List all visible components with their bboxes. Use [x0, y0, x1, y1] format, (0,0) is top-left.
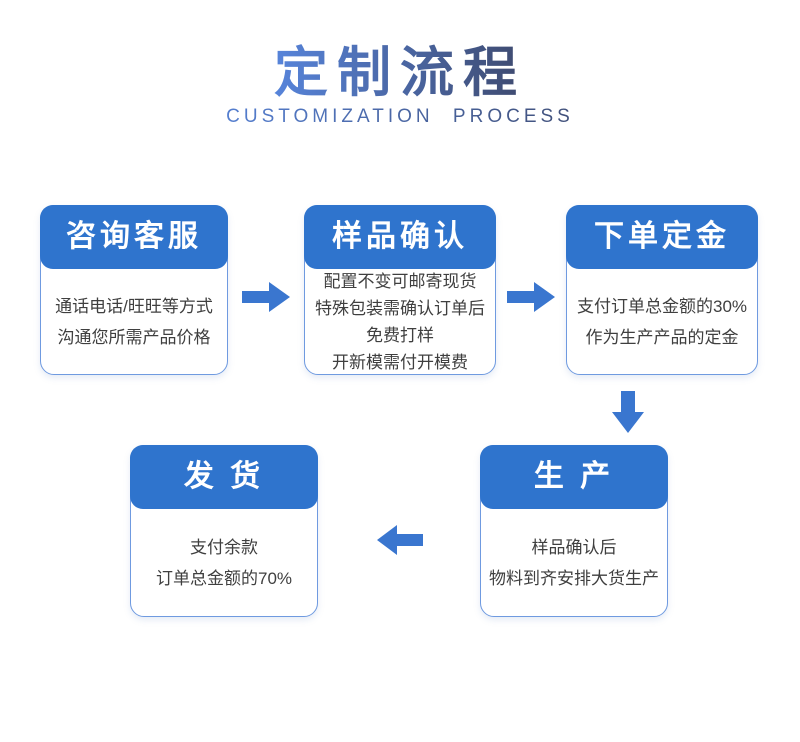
step-body-line: 通话电话/旺旺等方式 [55, 296, 213, 316]
step-title-production: 生 产 [480, 445, 668, 509]
page-subtitle: CUSTOMIZATION PROCESS [0, 106, 800, 128]
step-body-line: 订单总金额的70% [155, 568, 293, 588]
step-body-line: 支付余款 [190, 537, 258, 557]
step-body-production: 样品确认后 物料到齐安排大货生产 [481, 509, 667, 616]
step-body-consult-service: 通话电话/旺旺等方式 沟通您所需产品价格 [41, 269, 227, 374]
step-title-shipping: 发 货 [130, 445, 318, 509]
arrow-left-icon [377, 525, 423, 555]
step-body-line: 开新模需付开模费 [332, 352, 468, 372]
step-card-order-deposit: 下单定金 支付订单总金额的30% 作为生产产品的定金 [566, 205, 758, 375]
step-title-order-deposit: 下单定金 [566, 205, 758, 269]
step-body-line: 配置不变可邮寄现货 [323, 271, 477, 291]
page-title: 定制流程 [0, 28, 800, 107]
step-body-line: 免费打样 [366, 325, 434, 345]
arrow-right-icon [507, 282, 555, 312]
step-body-order-deposit: 支付订单总金额的30% 作为生产产品的定金 [567, 269, 757, 374]
step-body-line: 沟通您所需产品价格 [57, 327, 211, 347]
step-card-shipping: 发 货 支付余款 订单总金额的70% [130, 445, 318, 617]
step-body-line: 特殊包装需确认订单后 [315, 298, 485, 318]
arrow-right-icon [242, 282, 290, 312]
step-body-shipping: 支付余款 订单总金额的70% [131, 509, 317, 616]
step-body-sample-confirm: 配置不变可邮寄现货 特殊包装需确认订单后 免费打样 开新模需付开模费 [305, 269, 495, 374]
step-title-consult-service: 咨询客服 [40, 205, 228, 269]
arrow-down-icon [612, 391, 644, 433]
step-body-line: 物料到齐安排大货生产 [489, 568, 659, 588]
step-card-consult-service: 咨询客服 通话电话/旺旺等方式 沟通您所需产品价格 [40, 205, 228, 375]
step-title-sample-confirm: 样品确认 [304, 205, 496, 269]
step-card-sample-confirm: 样品确认 配置不变可邮寄现货 特殊包装需确认订单后 免费打样 开新模需付开模费 [304, 205, 496, 375]
step-card-production: 生 产 样品确认后 物料到齐安排大货生产 [480, 445, 668, 617]
step-body-line: 支付订单总金额的30% [576, 296, 748, 316]
step-body-line: 作为生产产品的定金 [585, 327, 739, 347]
step-body-line: 样品确认后 [531, 537, 617, 557]
